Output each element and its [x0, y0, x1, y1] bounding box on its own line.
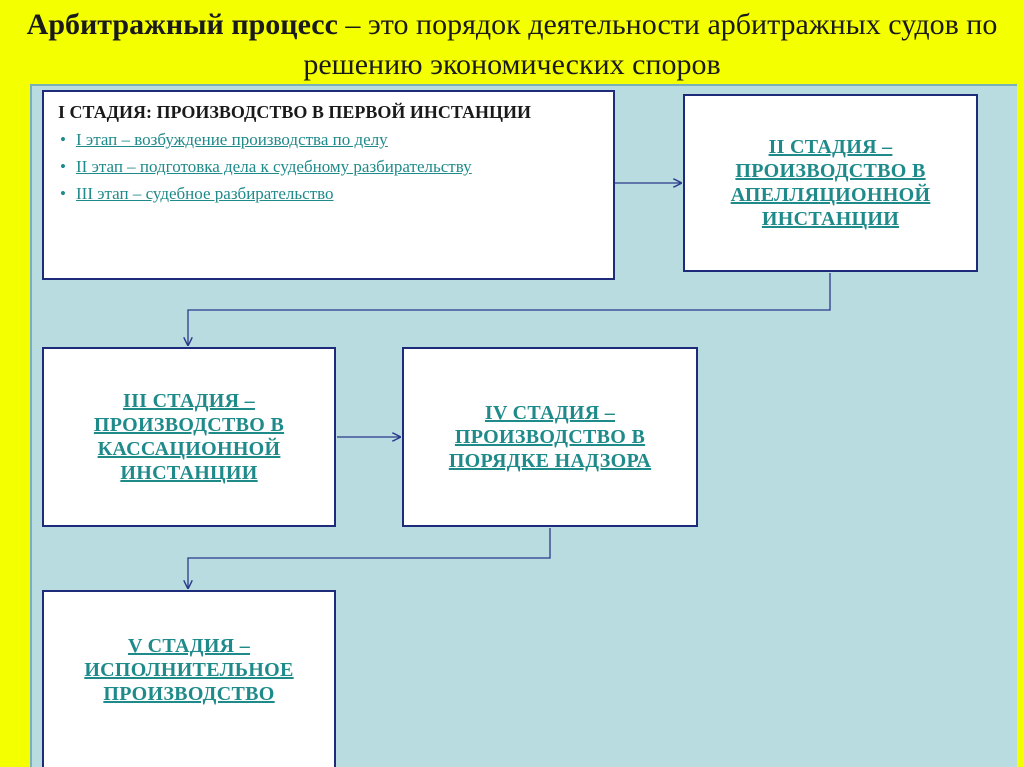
- stage-1-item-2[interactable]: II этап – подготовка дела к судебному ра…: [60, 156, 599, 177]
- stage-4-box: IV СТАДИЯ – ПРОИЗВОДСТВО В ПОРЯДКЕ НАДЗО…: [402, 347, 698, 527]
- stage-1-list: I этап – возбуждение производства по дел…: [58, 129, 599, 204]
- stage-1-item-3-text[interactable]: III этап – судебное разбирательство: [76, 184, 334, 203]
- stage-2-label[interactable]: II СТАДИЯ – ПРОИЗВОДСТВО В АПЕЛЛЯЦИОННОЙ…: [730, 136, 931, 230]
- stage-3-box: III СТАДИЯ – ПРОИЗВОДСТВО В КАССАЦИОННОЙ…: [42, 347, 336, 527]
- stage-1-item-3[interactable]: III этап – судебное разбирательство: [60, 183, 599, 204]
- slide-title: Арбитражный процесс – это порядок деятел…: [0, 0, 1024, 84]
- stage-1-item-2-text[interactable]: II этап – подготовка дела к судебному ра…: [76, 157, 472, 176]
- stage-5-label[interactable]: V СТАДИЯ – ИСПОЛНИТЕЛЬНОЕ ПРОИЗВОДСТВО: [84, 635, 294, 705]
- stage-5-box: V СТАДИЯ – ИСПОЛНИТЕЛЬНОЕ ПРОИЗВОДСТВО: [42, 590, 336, 767]
- stage-1-title: I СТАДИЯ: ПРОИЗВОДСТВО В ПЕРВОЙ ИНСТАНЦИ…: [58, 102, 532, 122]
- stage-4-label[interactable]: IV СТАДИЯ – ПРОИЗВОДСТВО В ПОРЯДКЕ НАДЗО…: [448, 402, 652, 472]
- stage-1-item-1[interactable]: I этап – возбуждение производства по дел…: [60, 129, 599, 150]
- stage-1-item-1-text[interactable]: I этап – возбуждение производства по дел…: [76, 130, 388, 149]
- title-bold: Арбитражный процесс: [26, 8, 338, 41]
- stage-1-box: I СТАДИЯ: ПРОИЗВОДСТВО В ПЕРВОЙ ИНСТАНЦИ…: [42, 90, 615, 280]
- title-rest: – это порядок деятельности арбитражных с…: [303, 8, 998, 81]
- stage-3-label[interactable]: III СТАДИЯ – ПРОИЗВОДСТВО В КАССАЦИОННОЙ…: [93, 390, 285, 484]
- stage-2-box: II СТАДИЯ – ПРОИЗВОДСТВО В АПЕЛЛЯЦИОННОЙ…: [683, 94, 978, 272]
- header-edge-strip: [1017, 84, 1024, 158]
